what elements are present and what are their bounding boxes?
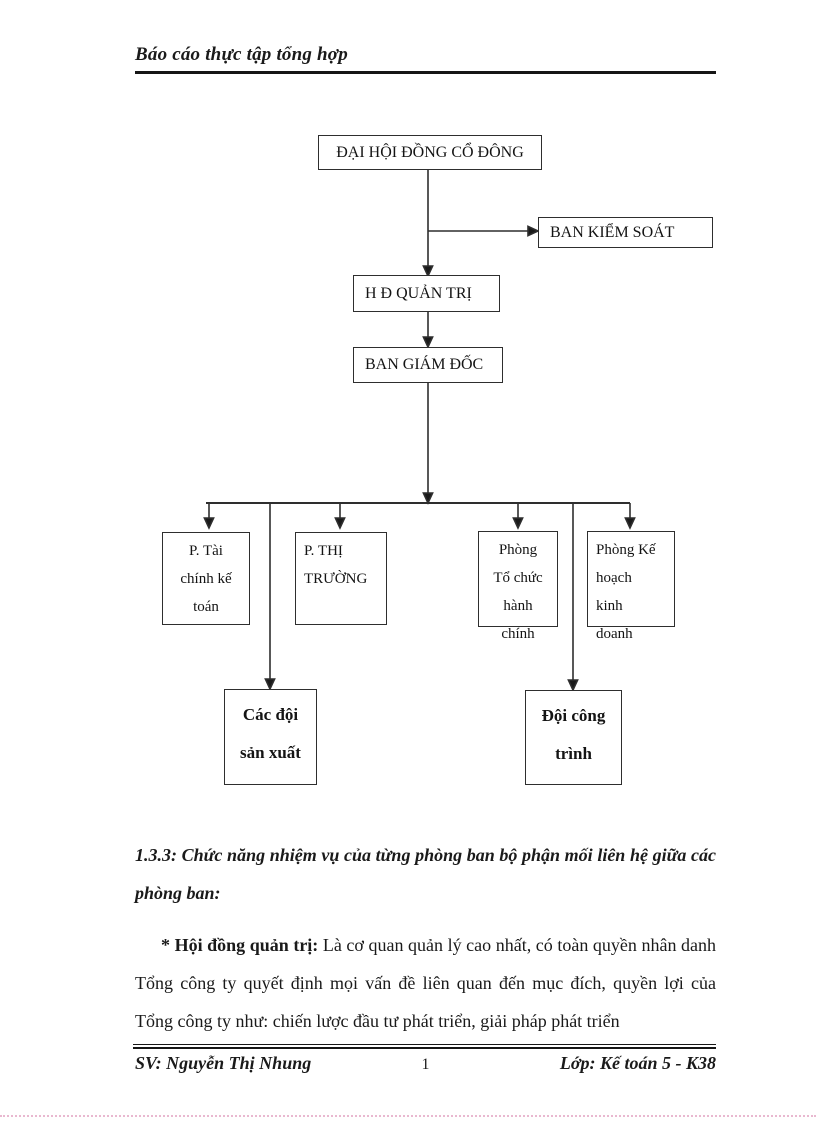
node-dai-hoi-dong-co-dong: ĐẠI HỘI ĐỒNG CỔ ĐÔNG xyxy=(318,135,542,170)
org-chart-connectors xyxy=(203,170,636,703)
connector-daihoi-hdquantri xyxy=(422,170,434,278)
footer: SV: Nguyễn Thị Nhung 1 Lớp: Kế toán 5 - … xyxy=(135,1053,716,1074)
node-cac-doi-san-xuat: Các đội sản xuất xyxy=(224,689,317,785)
node-p-tai-chinh-ke-toan: P. Tài chính kế toán xyxy=(162,532,250,625)
node-hd-quan-tri: H Đ QUẢN TRỊ xyxy=(353,275,500,312)
page-header-title: Báo cáo thực tập tổng hợp xyxy=(135,44,348,65)
node-p-thi-truong: P. THỊ TRƯỜNG xyxy=(295,532,387,625)
paragraph-lead: * Hội đồng quản trị: xyxy=(161,935,319,955)
body-paragraph: * Hội đồng quản trị: Là cơ quan quản lý … xyxy=(135,926,716,1040)
node-phong-ke-hoach-kinh-doanh: Phòng Kế hoạch kinh doanh xyxy=(587,531,675,642)
connector-drop-cacdoisanxuat xyxy=(264,503,276,691)
page-boundary-dotted-line xyxy=(0,1115,816,1117)
node-ban-kiem-soat: BAN KIỂM SOÁT xyxy=(538,217,713,248)
node-doi-cong-trinh: Đội công trình xyxy=(525,690,622,785)
header-rule xyxy=(135,71,716,74)
node-label: BAN KIỂM SOÁT xyxy=(550,223,675,241)
connector-drop-pthitruong xyxy=(334,503,346,530)
node-label: BAN GIÁM ĐỐC xyxy=(365,356,484,373)
connector-hdquantri-bangiamdoc xyxy=(422,312,434,349)
paragraph-body: Là cơ quan quản lý cao nhất, có toàn quy… xyxy=(135,935,716,1031)
footer-rule xyxy=(133,1044,716,1049)
node-label: ĐẠI HỘI ĐỒNG CỔ ĐÔNG xyxy=(336,143,524,161)
node-phong-to-chuc-hanh-chinh: Phòng Tổ chức hành chính xyxy=(478,531,558,642)
footer-student-name: SV: Nguyễn Thị Nhung xyxy=(135,1053,312,1073)
connector-drop-kehoach xyxy=(624,503,636,530)
connector-drop-ptaichinh xyxy=(203,503,215,530)
node-label: H Đ QUẢN TRỊ xyxy=(365,284,472,302)
section-heading: 1.3.3: Chức năng nhiệm vụ của từng phòng… xyxy=(135,845,716,903)
page-number: 1 xyxy=(421,1056,430,1073)
connector-drop-doicongtrinh xyxy=(567,503,579,692)
node-ban-giam-doc: BAN GIÁM ĐỐC xyxy=(353,347,503,383)
connector-drop-tochuc xyxy=(512,503,524,530)
connector-bangiamdoc-trunk xyxy=(422,383,434,505)
footer-class-label: Lớp: Kế toán 5 - K38 xyxy=(559,1053,717,1073)
connector-branch-bankiemsoat xyxy=(428,225,540,237)
